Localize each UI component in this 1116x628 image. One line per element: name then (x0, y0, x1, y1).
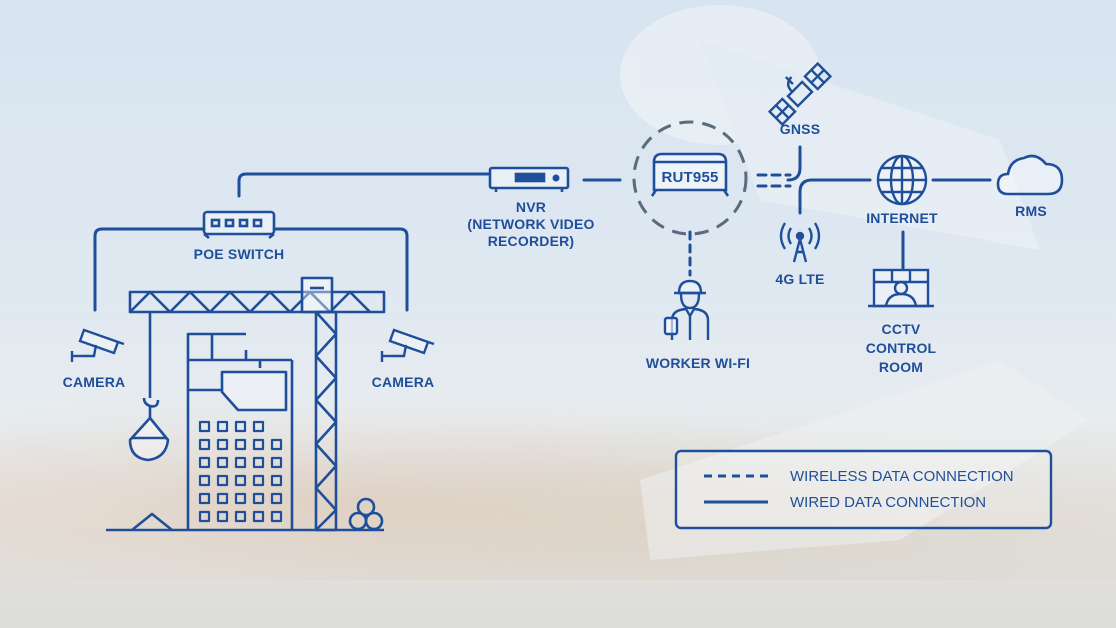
poe-switch-label: POE SWITCH (194, 246, 285, 262)
camera-right-label: CAMERA (372, 374, 435, 390)
worker-icon (663, 279, 710, 340)
wire-switch-to-camera-left (93, 227, 206, 312)
cctv-label-line1: CCTV (882, 321, 921, 337)
wire-switch-to-camera-right (272, 227, 409, 312)
background-camera-shape (620, 5, 1090, 560)
wire-gnss-lte-join (786, 145, 814, 215)
security-camera-icon (380, 328, 435, 362)
nvr-label-line3: RECORDER) (488, 233, 575, 249)
globe-icon (876, 154, 928, 206)
wire-switch-to-nvr (237, 172, 490, 198)
router-icon (650, 152, 730, 197)
internet-label: INTERNET (866, 210, 938, 226)
rms-label: RMS (1015, 203, 1047, 219)
control-room-icon (868, 268, 934, 308)
router-wireless-ring (632, 120, 748, 236)
wireless-router-to-junction (756, 173, 792, 188)
nvr-label-line2: (NETWORK VIDEO (467, 216, 594, 232)
legend-wired-label: WIRED DATA CONNECTION (790, 494, 986, 511)
lte-label: 4G LTE (775, 271, 824, 287)
camera-left-label: CAMERA (63, 374, 126, 390)
security-camera-icon (70, 328, 125, 362)
legend-box (674, 449, 1053, 530)
cloud-icon (996, 154, 1064, 196)
nvr-icon (488, 166, 570, 192)
cell-tower-icon (779, 222, 821, 263)
satellite-icon (767, 61, 833, 127)
gnss-label: GNSS (780, 121, 820, 137)
poe-switch-icon (202, 210, 276, 240)
router-label: RUT955 (661, 169, 718, 186)
legend-wireless-label: WIRELESS DATA CONNECTION (790, 468, 1014, 485)
construction-site-icon (106, 276, 386, 532)
cctv-label-line3: ROOM (879, 359, 923, 375)
cctv-label-line2: CONTROL (866, 340, 937, 356)
worker-wifi-label: WORKER WI-FI (646, 355, 750, 371)
nvr-label-line1: NVR (516, 199, 546, 215)
